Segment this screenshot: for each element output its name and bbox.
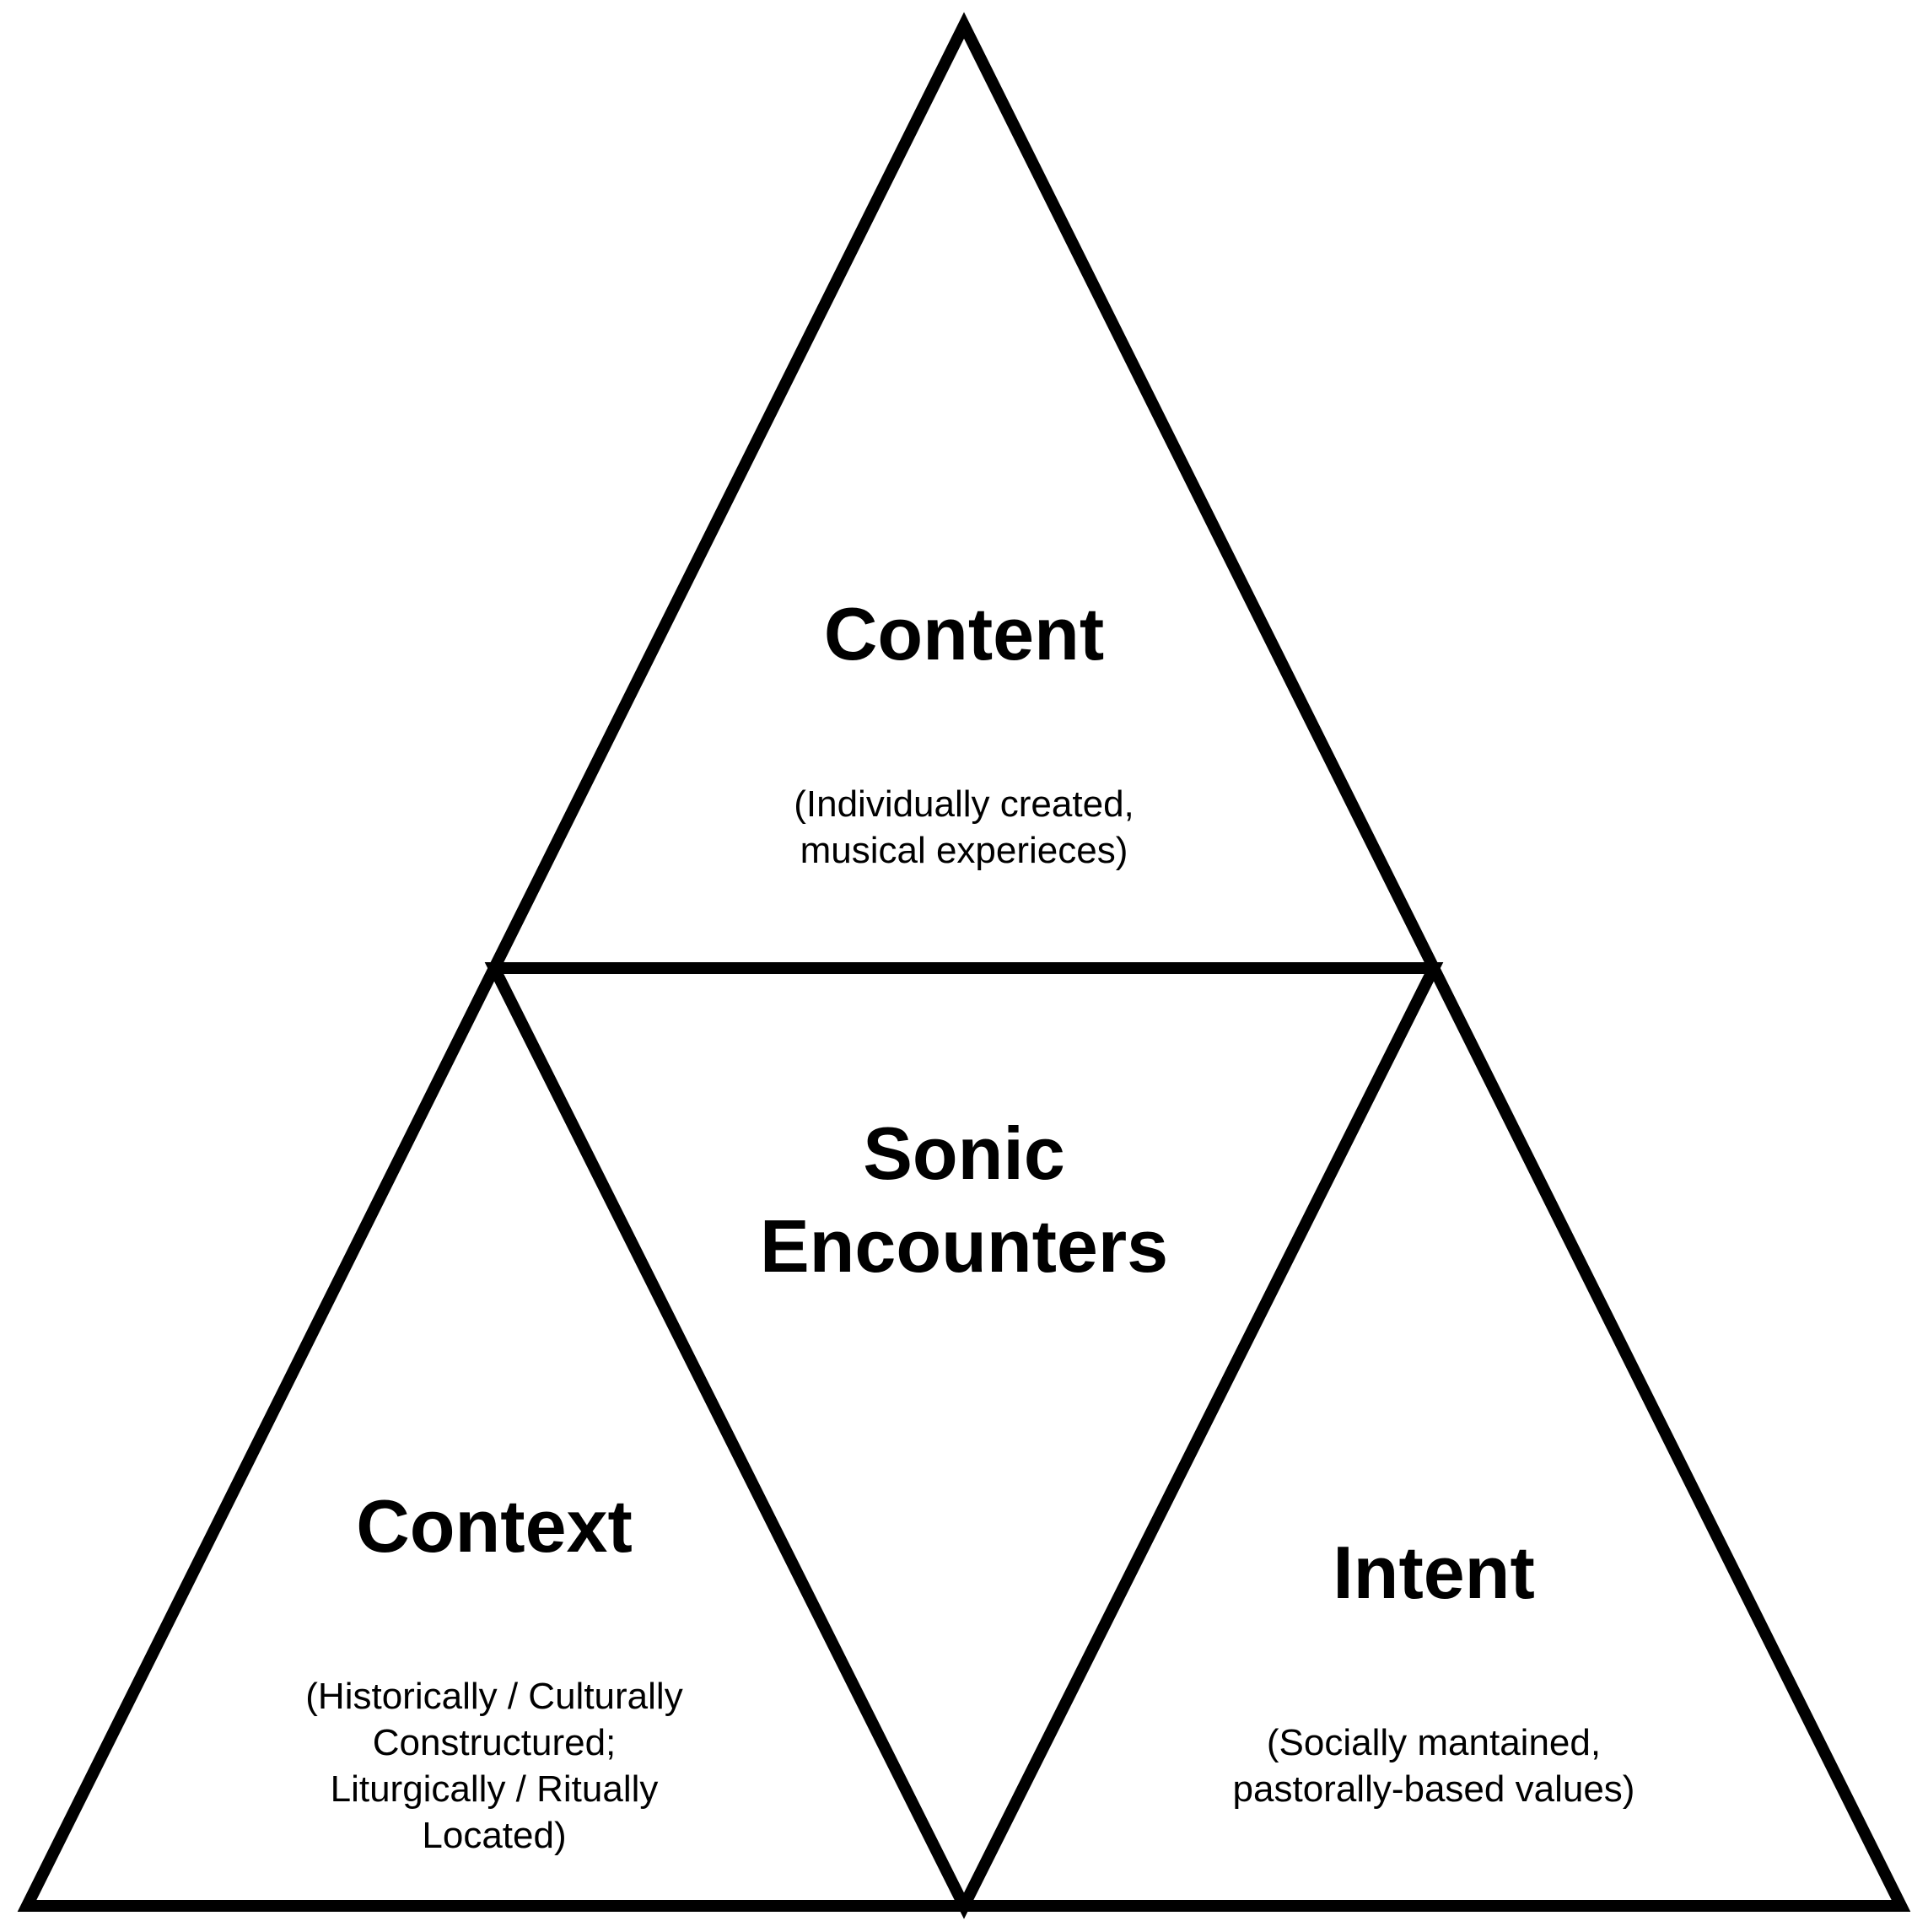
- top-triangle-desc-line: musical experieces): [800, 830, 1128, 871]
- right-triangle-desc-line: pastorally-based values): [1233, 1768, 1635, 1810]
- left-triangle-desc-line: Liturgically / Ritually: [331, 1768, 659, 1810]
- right-triangle-title: Intent: [1333, 1531, 1535, 1614]
- left-triangle-desc-line: (Historically / Culturally: [305, 1676, 682, 1717]
- center-triangle-title-line: Encounters: [760, 1204, 1168, 1288]
- center-triangle-labels: Sonic Encounters: [760, 1111, 1168, 1288]
- top-triangle-desc-line: (Individually created,: [794, 783, 1134, 825]
- left-triangle-title: Context: [356, 1484, 633, 1568]
- left-triangle-desc-line: Located): [422, 1815, 566, 1856]
- right-triangle-desc-line: (Socially mantained,: [1267, 1722, 1601, 1763]
- inner-triangle: [484, 962, 1444, 1919]
- left-triangle-labels: Context (Historically / Culturally Const…: [305, 1484, 682, 1856]
- top-triangle-labels: Content (Individually created, musical e…: [794, 592, 1134, 871]
- right-triangle-labels: Intent (Socially mantained, pastorally-b…: [1233, 1531, 1635, 1810]
- top-triangle-title: Content: [824, 592, 1104, 675]
- left-triangle-desc-line: Constructured;: [373, 1722, 617, 1763]
- center-triangle-title-line: Sonic: [863, 1111, 1065, 1195]
